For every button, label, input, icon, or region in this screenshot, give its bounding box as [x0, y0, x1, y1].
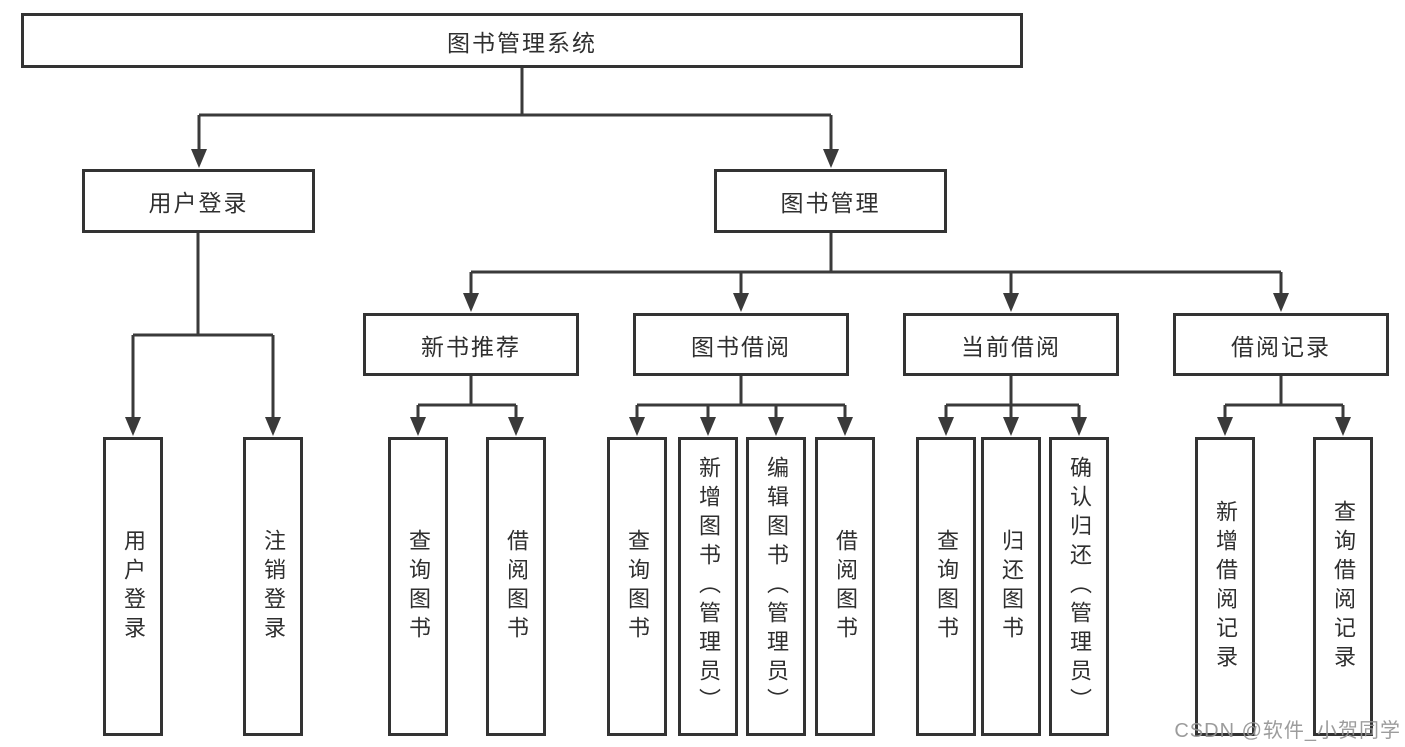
leaf-return-book: 归还图书: [981, 437, 1041, 736]
leaf-add-book-admin: 新增图书（管理员）: [678, 437, 738, 736]
leaf-query-books-current: 查询图书: [916, 437, 976, 736]
leaf-query-books-recommend: 查询图书: [388, 437, 448, 736]
leaf-logout: 注销登录: [243, 437, 303, 736]
leaf-user-login: 用户登录: [103, 437, 163, 736]
node-borrow-records: 借阅记录: [1173, 313, 1389, 376]
leaf-query-borrow-record: 查询借阅记录: [1313, 437, 1373, 736]
leaf-confirm-return-admin: 确认归还（管理员）: [1049, 437, 1109, 736]
node-book-borrow: 图书借阅: [633, 313, 849, 376]
node-library-system: 图书管理系统: [21, 13, 1023, 68]
leaf-add-borrow-record: 新增借阅记录: [1195, 437, 1255, 736]
csdn-watermark: CSDN @软件_小贺同学: [1174, 720, 1401, 742]
node-user-login: 用户登录: [82, 169, 315, 233]
node-book-management: 图书管理: [714, 169, 947, 233]
leaf-borrow-books: 借阅图书: [815, 437, 875, 736]
node-current-borrow: 当前借阅: [903, 313, 1119, 376]
leaf-query-books-borrow: 查询图书: [607, 437, 667, 736]
node-new-book-recommend: 新书推荐: [363, 313, 579, 376]
leaf-edit-book-admin: 编辑图书（管理员）: [746, 437, 806, 736]
leaf-borrow-books-recommend: 借阅图书: [486, 437, 546, 736]
